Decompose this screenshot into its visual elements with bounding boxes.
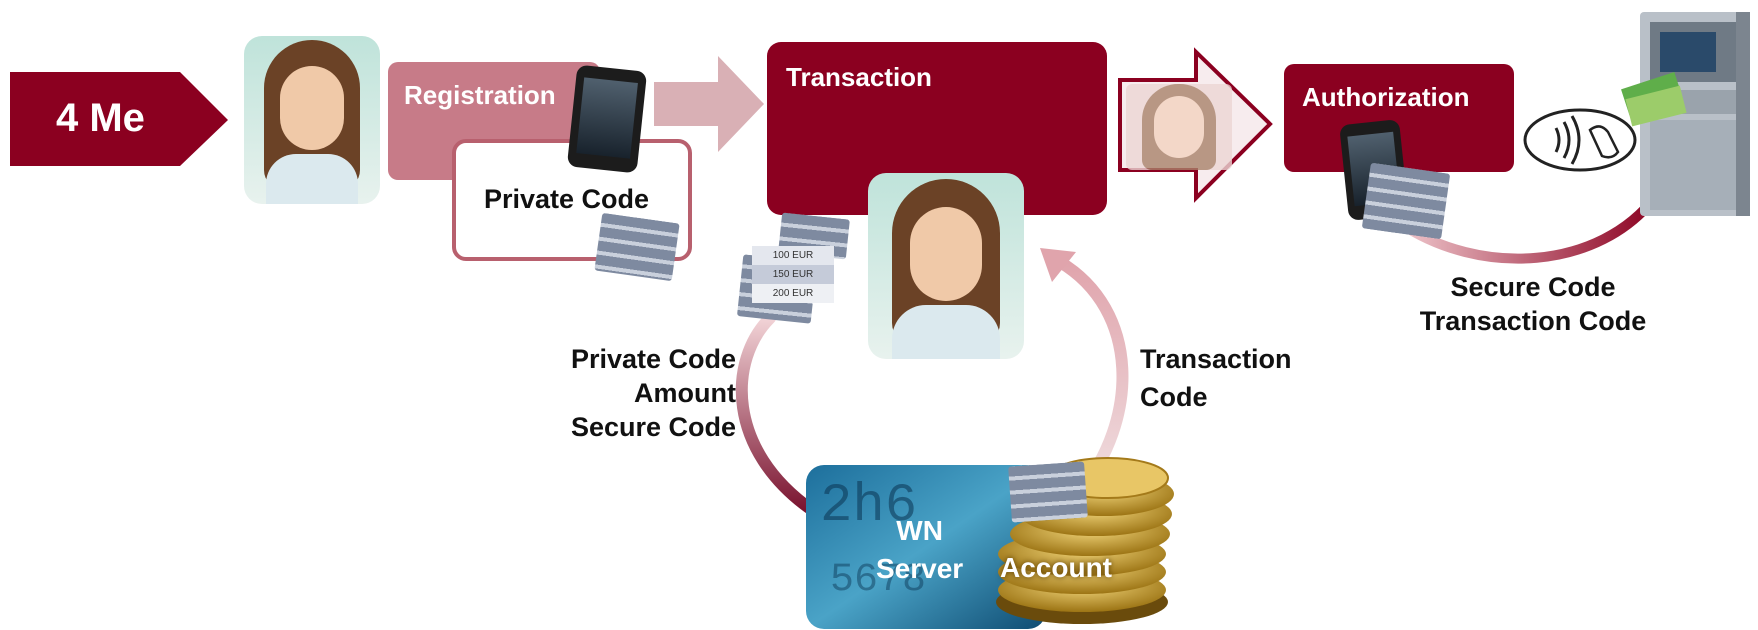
flow-label-code: Code xyxy=(1140,382,1208,412)
account-label: Account xyxy=(1000,552,1112,583)
transaction-title: Transaction xyxy=(786,62,932,92)
server-label-line2: Server xyxy=(876,553,964,584)
amount-item: 100 EUR xyxy=(752,246,834,265)
code-cards-account xyxy=(1008,461,1088,523)
start-arrow-shape xyxy=(10,72,228,166)
right-flow-labels: Transaction Code xyxy=(1140,340,1292,416)
private-code-label: Private Code xyxy=(484,184,650,214)
flow-label-transaction-code: Transaction Code xyxy=(1419,306,1647,336)
flow-label-secure-code: Secure Code xyxy=(1450,272,1616,302)
left-flow-labels: Private Code Amount Secure Code xyxy=(571,342,736,444)
svg-text:2h6: 2h6 xyxy=(820,476,917,537)
flow-label-private-code: Private Code xyxy=(570,344,736,374)
server-label: WN Server xyxy=(876,512,963,588)
user-photo-start xyxy=(244,36,380,204)
flow-label-secure-code: Secure Code xyxy=(570,412,736,442)
flow-label-amount: Amount xyxy=(634,378,736,408)
server-image xyxy=(806,465,1046,629)
atm-flow-labels: Secure Code Transaction Code xyxy=(1418,270,1648,338)
flow-to-atm xyxy=(1393,191,1661,264)
atm-icon xyxy=(1621,12,1750,216)
server-label-line1: WN xyxy=(896,515,943,546)
transaction-box xyxy=(767,42,1107,215)
flow-to-server xyxy=(735,312,818,516)
amount-list: 100 EUR 150 EUR 200 EUR xyxy=(752,246,834,303)
arrow-to-transaction xyxy=(654,56,764,152)
phone-icon-registration xyxy=(566,64,648,174)
user-photo-transaction xyxy=(868,173,1024,359)
code-cards-private xyxy=(594,212,680,282)
start-label: 4 Me xyxy=(56,96,145,140)
user-photo-faded xyxy=(1126,84,1232,170)
amount-item: 200 EUR xyxy=(752,284,834,303)
amount-item-selected: 150 EUR xyxy=(752,265,834,284)
registration-title: Registration xyxy=(404,80,556,110)
flow-label-transaction: Transaction xyxy=(1140,344,1292,374)
svg-text:5678: 5678 xyxy=(830,558,926,603)
code-cards-authorization xyxy=(1361,162,1451,240)
authorization-title: Authorization xyxy=(1302,82,1470,112)
